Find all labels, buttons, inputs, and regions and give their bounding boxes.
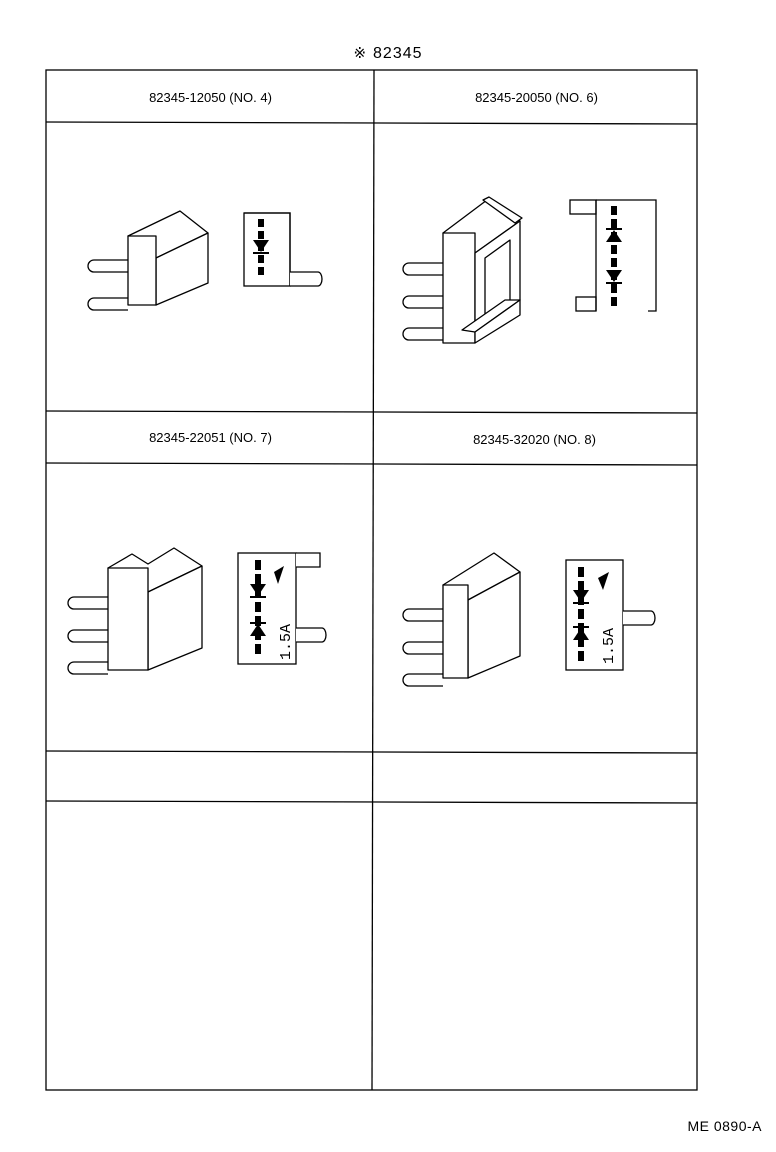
reference-mark: ※ <box>353 45 368 62</box>
page-title: ※ 82345 <box>0 44 776 63</box>
relay-no4-illustration <box>87 210 209 311</box>
relay-no8-illustration <box>402 552 521 687</box>
relay-no7-rating: 1.5A <box>278 624 295 660</box>
cell-label-no7: 82345-22051 (NO. 7) <box>149 430 272 445</box>
relay-no7-illustration <box>67 547 203 675</box>
cell-label-no6: 82345-20050 (NO. 6) <box>475 90 598 105</box>
cell-label-no4: 82345-12050 (NO. 4) <box>149 90 272 105</box>
relay-no7-schematic <box>237 552 327 665</box>
relay-no8-schematic <box>565 559 656 671</box>
table-grid <box>45 69 698 1091</box>
relay-no4-schematic <box>243 212 323 287</box>
drawing-code: ME 0890-A <box>687 1118 762 1134</box>
cell-label-no8: 82345-32020 (NO. 8) <box>473 432 596 447</box>
relay-no6-illustration <box>402 196 523 344</box>
relay-no6-schematic <box>569 199 657 312</box>
part-group-number: 82345 <box>373 45 423 62</box>
relay-no8-rating: 1.5A <box>601 628 618 664</box>
